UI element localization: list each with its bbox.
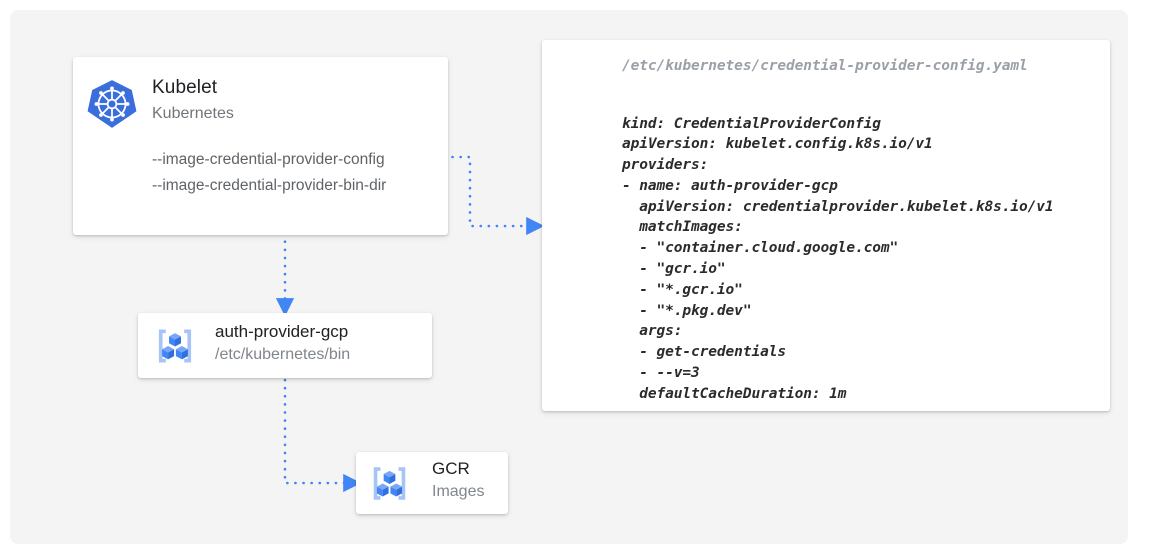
auth-provider-gcp-card[interactable]: auth-provider-gcp /etc/kubernetes/bin [138,313,432,378]
gcr-card[interactable]: GCR Images [356,452,508,514]
config-yaml-content: kind: CredentialProviderConfig apiVersio… [622,115,1054,402]
auth-provider-card-title: auth-provider-gcp [215,322,349,341]
kubelet-flag-list: --image-credential-provider-config --ima… [152,147,386,199]
kubernetes-logo-icon [87,80,137,128]
kubelet-card-subtitle: Kubernetes [152,105,234,122]
kubelet-card-title: Kubelet [152,77,218,98]
gcr-card-subtitle: Images [432,483,485,500]
auth-provider-card-subtitle: /etc/kubernetes/bin [215,346,351,363]
kubelet-flag-config: --image-credential-provider-config [152,151,385,168]
credential-provider-config-card[interactable]: /etc/kubernetes/credential-provider-conf… [542,40,1110,411]
gcp-container-registry-icon [373,467,406,500]
config-file-path: /etc/kubernetes/credential-provider-conf… [622,58,1028,74]
kubelet-card[interactable]: Kubelet Kubernetes --image-credential-pr… [73,57,448,235]
gcr-card-title: GCR [432,459,470,478]
gcp-container-registry-icon [158,329,192,363]
kubelet-flag-bin-dir: --image-credential-provider-bin-dir [152,177,387,194]
